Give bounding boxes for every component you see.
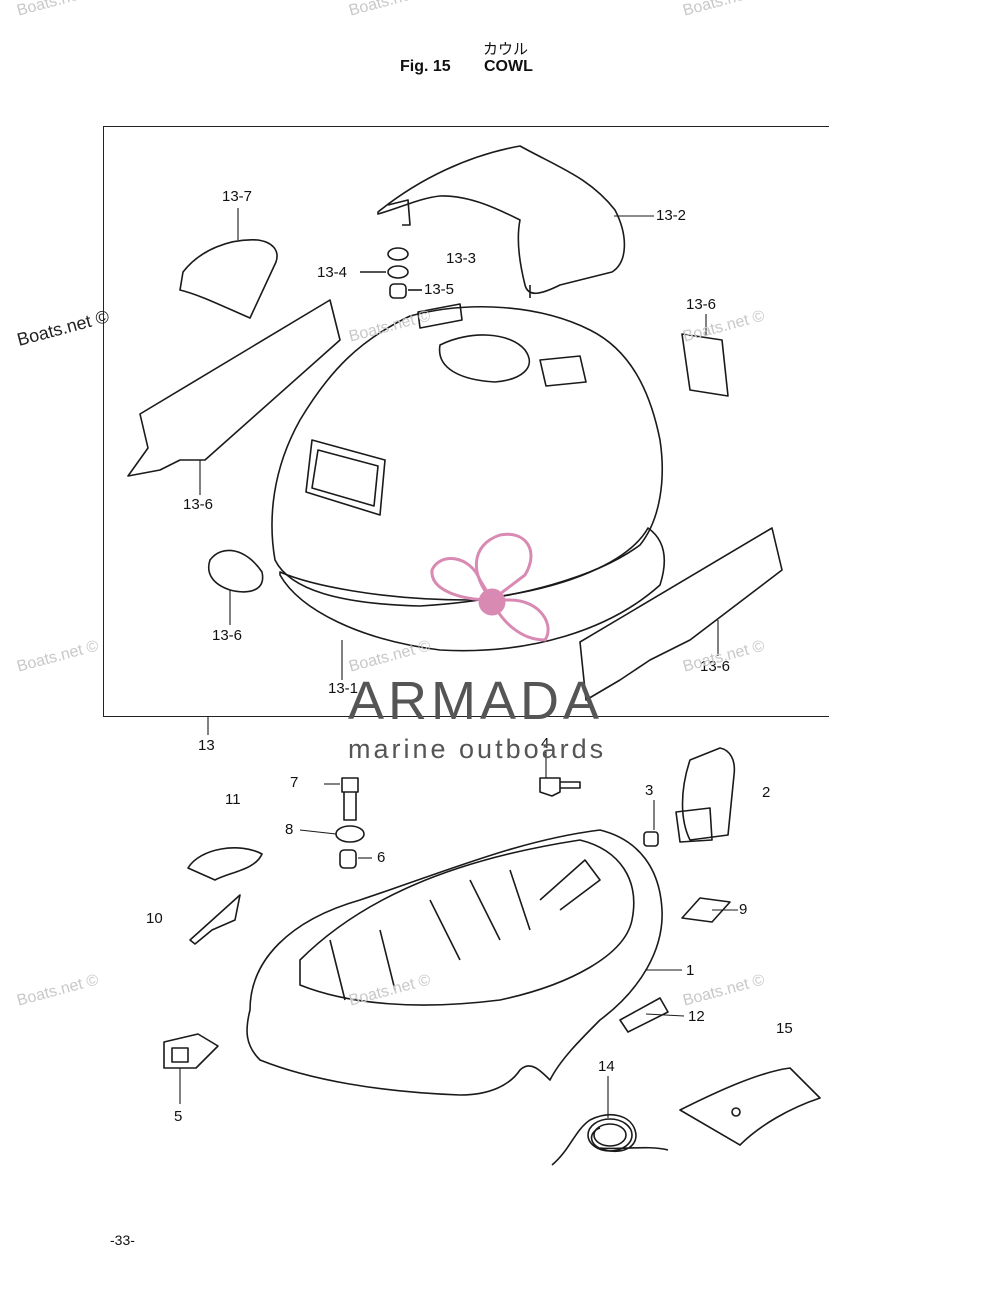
part-1-lower-cowl	[246, 829, 663, 1096]
title-japanese: カウル	[483, 40, 529, 58]
callout-13-6-right-decal: 13-6	[700, 658, 731, 675]
part-13-6-decal-right	[579, 527, 783, 701]
part-6-bushing	[339, 849, 357, 869]
part-13-4-washer	[387, 265, 409, 279]
callout-9: 9	[739, 901, 748, 918]
part-13-6-emblem-lower	[208, 549, 264, 593]
part-13-2-top-cover	[377, 145, 626, 295]
part-10-pad	[189, 894, 241, 945]
part-7-bolt	[341, 777, 359, 821]
callout-13-6-left-decal: 13-6	[183, 496, 214, 513]
part-13-1-seal	[279, 527, 666, 652]
callout-13-2: 13-2	[656, 207, 687, 224]
part-5-plug	[163, 1033, 219, 1069]
figure-title: COWL	[484, 58, 533, 75]
part-3-bushing	[643, 831, 659, 847]
callout-13-6-lower-emblem: 13-6	[212, 627, 243, 644]
callout-8: 8	[285, 821, 294, 838]
brand-tagline: marine outboards	[348, 734, 607, 764]
part-11-pad	[187, 847, 263, 881]
callout-4: 4	[541, 735, 550, 752]
callout-7: 7	[290, 774, 299, 791]
callout-13-3: 13-3	[446, 250, 477, 267]
part-12-pad	[619, 997, 669, 1033]
callout-12: 12	[688, 1008, 705, 1025]
armada-propeller-logo	[430, 532, 550, 642]
callout-13-7: 13-7	[222, 188, 253, 205]
part-13-3-grommet	[387, 247, 409, 261]
callout-14: 14	[598, 1058, 615, 1075]
callout-13-5: 13-5	[424, 281, 455, 298]
part-4-bolt	[539, 777, 581, 797]
part-13-upper-cowl	[271, 306, 663, 607]
upper-cowl-group-frame	[103, 126, 829, 717]
part-2-latch	[681, 747, 736, 841]
brand-name: ARMADA	[348, 671, 604, 731]
callout-11: 11	[225, 791, 241, 808]
part-14-spring	[551, 1114, 669, 1166]
callout-6: 6	[377, 849, 386, 866]
callout-13-1: 13-1	[328, 680, 359, 697]
part-13-6-decal-left	[127, 299, 341, 477]
part-13-5-collar	[389, 283, 407, 299]
callout-15: 15	[776, 1020, 793, 1037]
figure-number: Fig. 15	[400, 58, 451, 75]
callout-10: 10	[146, 910, 163, 927]
part-9-pad	[681, 897, 731, 923]
part-13-7-pad	[179, 239, 278, 319]
callout-13-4: 13-4	[317, 264, 348, 281]
part-13-6-emblem-right	[681, 333, 729, 397]
callout-2: 2	[762, 784, 771, 801]
callout-1: 1	[686, 962, 695, 979]
callout-5: 5	[174, 1108, 183, 1125]
callout-13: 13	[198, 737, 215, 754]
part-8-washer	[335, 825, 365, 843]
callout-13-6-right-emblem: 13-6	[686, 296, 717, 313]
page-number: -33-	[110, 1232, 135, 1248]
part-15-manual	[679, 1067, 821, 1146]
callout-3: 3	[645, 782, 654, 799]
